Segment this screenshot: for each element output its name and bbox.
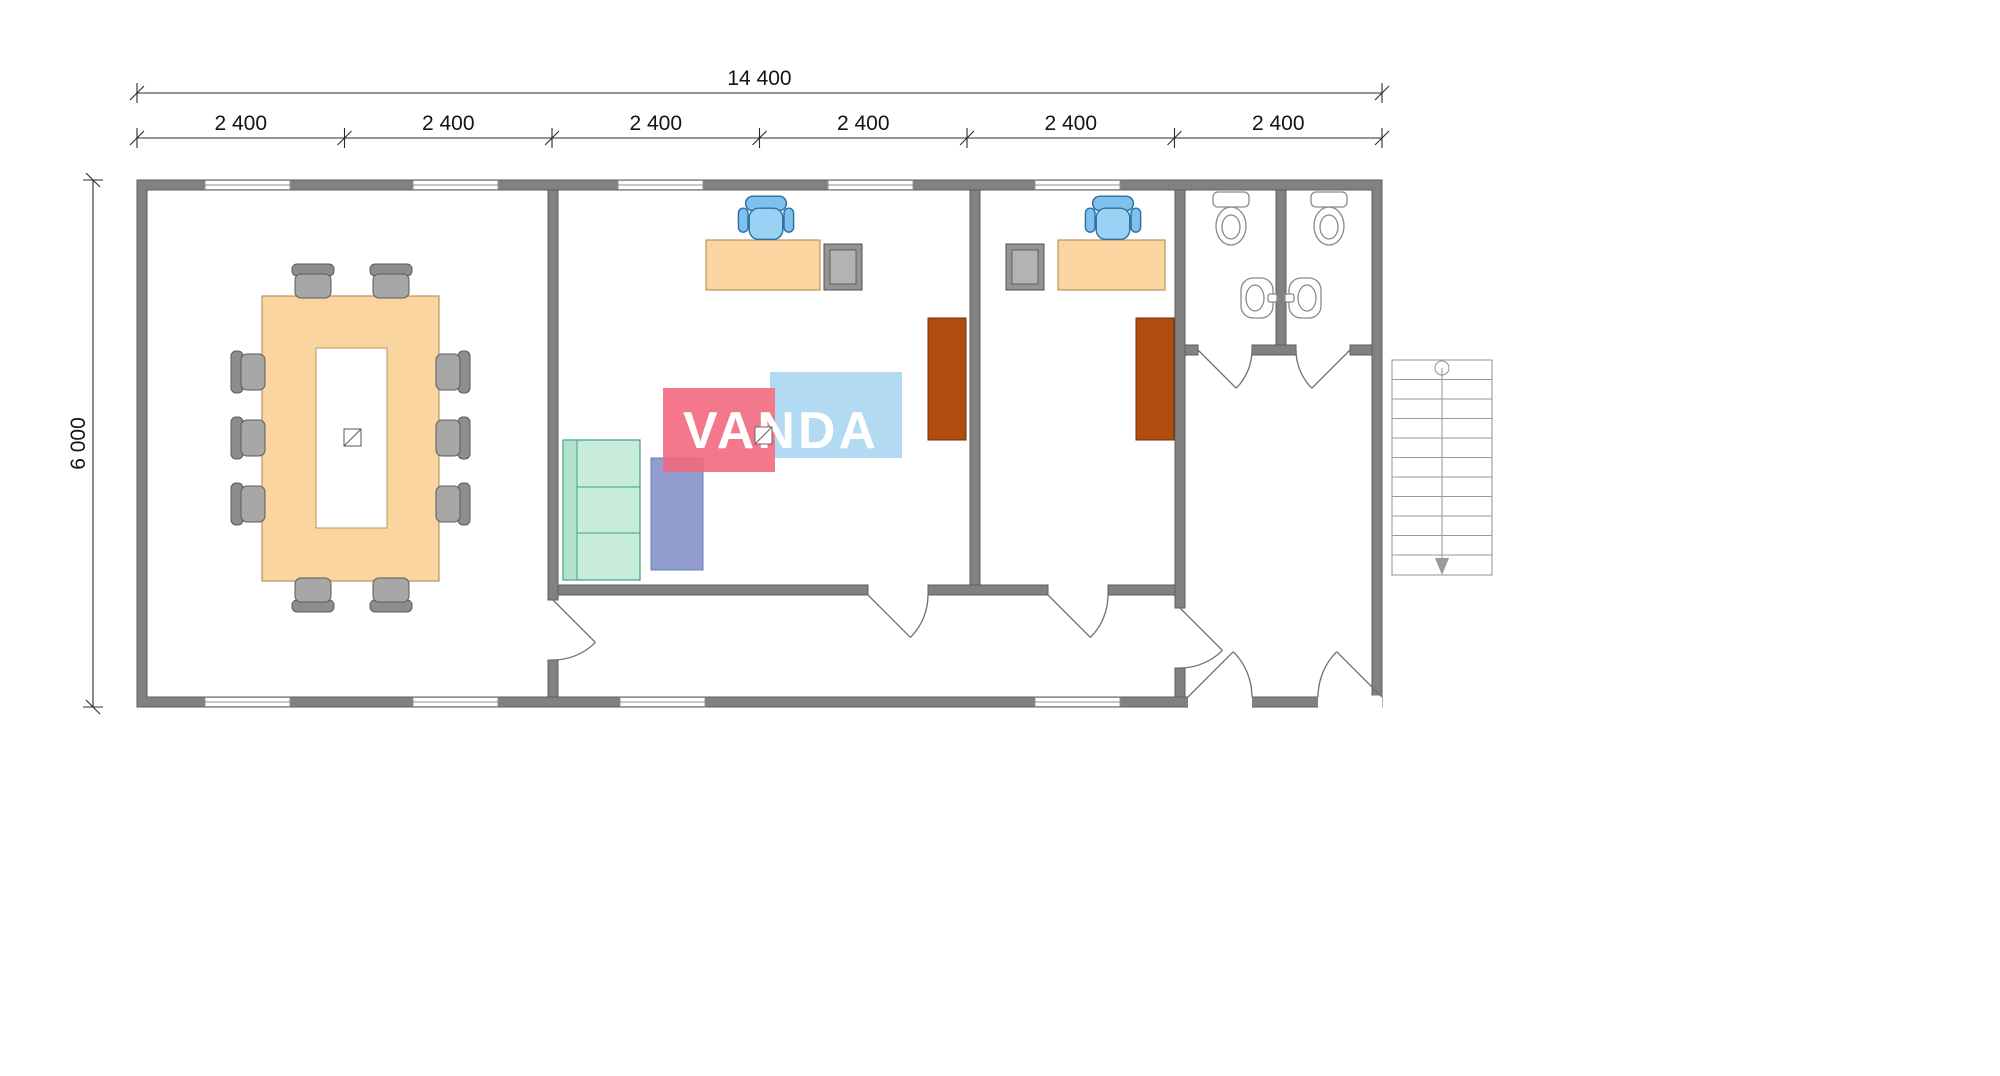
watermark-blue-box: [770, 372, 902, 458]
conference-chair-icon: [435, 416, 471, 460]
door: [1317, 651, 1383, 698]
wall-segment: [1174, 667, 1186, 698]
door: [552, 599, 596, 661]
conference-chair-icon: [230, 482, 266, 526]
segment-label: 2 400: [1252, 112, 1305, 135]
wall-segment: [1251, 344, 1297, 356]
wall-segment: [1184, 344, 1199, 356]
height-dimension: 6 000: [67, 172, 104, 715]
conference-chair-icon: [435, 482, 471, 526]
conference-chair-icon: [291, 577, 335, 613]
office-desk: [705, 239, 821, 291]
sink-icon: [1240, 277, 1278, 319]
stair-arrow-icon: [1435, 558, 1449, 575]
segment-label: 2 400: [422, 112, 475, 135]
door: [1179, 607, 1223, 669]
door: [1047, 594, 1109, 638]
doors: [552, 349, 1383, 709]
office-1: [562, 195, 967, 581]
file-cabinet-detail: [829, 249, 857, 285]
office-2: [1005, 195, 1175, 441]
door: [1295, 349, 1351, 389]
watermark-text: VANDA: [683, 402, 879, 460]
segment-label: 2 400: [629, 112, 682, 135]
wall-segment: [1174, 189, 1186, 609]
tall-cabinet: [1135, 317, 1175, 441]
wall-segment: [547, 659, 559, 698]
meeting-room: [230, 263, 471, 613]
vanda-watermark: VANDA: [663, 372, 902, 472]
door: [1187, 651, 1253, 698]
segment-dimensions: 2 400 2 400 2 400 2 400 2 400 2 400: [129, 112, 1390, 149]
conference-chair-icon: [369, 577, 413, 613]
conference-chair-icon: [230, 416, 266, 460]
door-opening: [1188, 695, 1252, 709]
stair-start-icon: [1434, 360, 1450, 376]
wall-segment: [1107, 584, 1176, 596]
door-opening: [1318, 695, 1382, 709]
toilet-icon: [1212, 191, 1250, 246]
overall-width-dimension: 14 400: [129, 67, 1390, 104]
sink-icon: [1284, 277, 1322, 319]
height-label: 6 000: [67, 417, 90, 470]
rug: [650, 457, 704, 571]
wall-segment: [969, 189, 981, 586]
wall-segment: [547, 189, 559, 601]
segment-label: 2 400: [1044, 112, 1097, 135]
tall-cabinet: [927, 317, 967, 441]
overall-width-label: 14 400: [727, 67, 791, 90]
staircase: [1391, 359, 1493, 576]
office-desk: [1057, 239, 1166, 291]
ceiling-symbol-icon: [343, 428, 362, 447]
wall-segment: [557, 584, 869, 596]
segment-label: 2 400: [214, 112, 267, 135]
toilet-icon: [1310, 191, 1348, 246]
windows: [204, 180, 1121, 707]
door: [867, 594, 929, 638]
dimension-annotations: 14 400 2 400 2 400 2 400 2 400 2 400 2 4…: [67, 67, 1390, 715]
wall-segment: [1275, 189, 1287, 346]
conference-chair-icon: [291, 263, 335, 299]
conference-chair-icon: [369, 263, 413, 299]
segment-label: 2 400: [837, 112, 890, 135]
conference-chair-icon: [230, 350, 266, 394]
file-cabinet-detail: [1011, 249, 1039, 285]
wall-segment: [927, 584, 1049, 596]
ceiling-symbol-icon: [754, 426, 773, 445]
conference-chair-icon: [435, 350, 471, 394]
door: [1197, 349, 1253, 389]
wall-segment: [1349, 344, 1373, 356]
sofa-back: [562, 439, 578, 581]
